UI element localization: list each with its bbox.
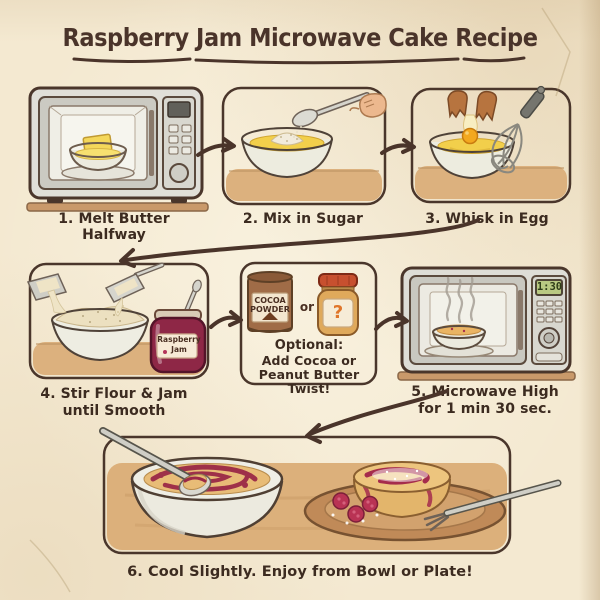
flour-scoop-right (104, 262, 165, 317)
microwave-control-panel (162, 96, 196, 190)
glass-bowl-with-butter-sugar (241, 127, 333, 179)
jam-jar (149, 279, 207, 374)
step5-microwave-illustration (397, 262, 576, 381)
step6-illustration (95, 425, 570, 560)
optional-heading: Optional: (274, 338, 344, 353)
flour-jam-icon (26, 262, 210, 380)
arrow-step4-to-optional-icon (209, 310, 243, 329)
plate-with-cake (303, 461, 562, 542)
step3-illustration (410, 85, 572, 205)
raspberries (331, 492, 379, 525)
spoon-sprinkling-sugar (291, 92, 370, 140)
hand (349, 92, 387, 118)
egg-whisk-icon (410, 85, 572, 204)
step1-label: 1. Melt Butter Halfway (58, 211, 170, 244)
jam-jar-label-line2: Jam (171, 345, 187, 354)
title-underline (72, 56, 526, 65)
step1-microwave-illustration (25, 80, 210, 214)
whisk (490, 85, 546, 174)
cocoa-can-label (251, 292, 289, 323)
step4-illustration (26, 262, 210, 380)
sugar-dusting (372, 468, 428, 482)
egg-yolk (461, 127, 479, 145)
timer-display (535, 279, 563, 296)
cocoa-mound (262, 312, 278, 320)
sugar-mound (270, 132, 304, 146)
table-surface (226, 169, 382, 201)
steam (445, 276, 476, 324)
or-text: or (299, 300, 315, 314)
microwave-timer-icon (397, 266, 576, 381)
fork (423, 479, 562, 532)
step5-label-line1: 5. Microwave High (411, 384, 559, 400)
peanut-jar-label (322, 298, 354, 328)
optional-line2: Add Cocoa or (261, 353, 357, 368)
spoon-in-bowl (99, 427, 212, 497)
timer-display-value: 1:30 (536, 281, 563, 293)
question-mark: ? (332, 302, 344, 323)
wood-shelf (26, 202, 209, 212)
steaming-bowl (424, 324, 494, 358)
optional-line3: Peanut Butter Twist! (258, 367, 360, 397)
butter-bowl (61, 133, 135, 181)
cocoa-label-line2: POWDER (250, 305, 290, 314)
step2-illustration (221, 85, 387, 207)
step4-label-line2: until Smooth (62, 403, 166, 419)
sugar-bowl-icon (221, 86, 387, 206)
cake-on-plate (353, 461, 451, 519)
cracked-egg-shells (447, 90, 498, 145)
bowl-with-swirled-cake (99, 427, 284, 539)
peanut-butter-jar (317, 273, 359, 336)
flour-scoop-left (26, 273, 68, 314)
cocoa-label-line1: COCOA (254, 296, 286, 305)
jam-jar-label-line1: Raspberry (157, 335, 201, 344)
step2-label: 2. Mix in Sugar (242, 211, 364, 227)
page-title: Raspberry Jam Microwave Cake Recipe (62, 23, 538, 52)
serving-icon (99, 427, 562, 555)
microwave-butter-icon (26, 86, 209, 212)
step6-label: 6. Cool Slightly. Enjoy from Bowl or Pla… (127, 564, 473, 580)
step4-label-line1: 4. Stir Flour & Jam (40, 386, 188, 402)
step5-label-line2: for 1 min 30 sec. (418, 401, 552, 417)
microwave-control-panel (531, 275, 567, 365)
dial-knob (169, 163, 189, 183)
mixing-bowl-with-flour (51, 306, 149, 362)
step3-label: 3. Whisk in Egg (425, 211, 549, 227)
cocoa-can (247, 271, 293, 333)
